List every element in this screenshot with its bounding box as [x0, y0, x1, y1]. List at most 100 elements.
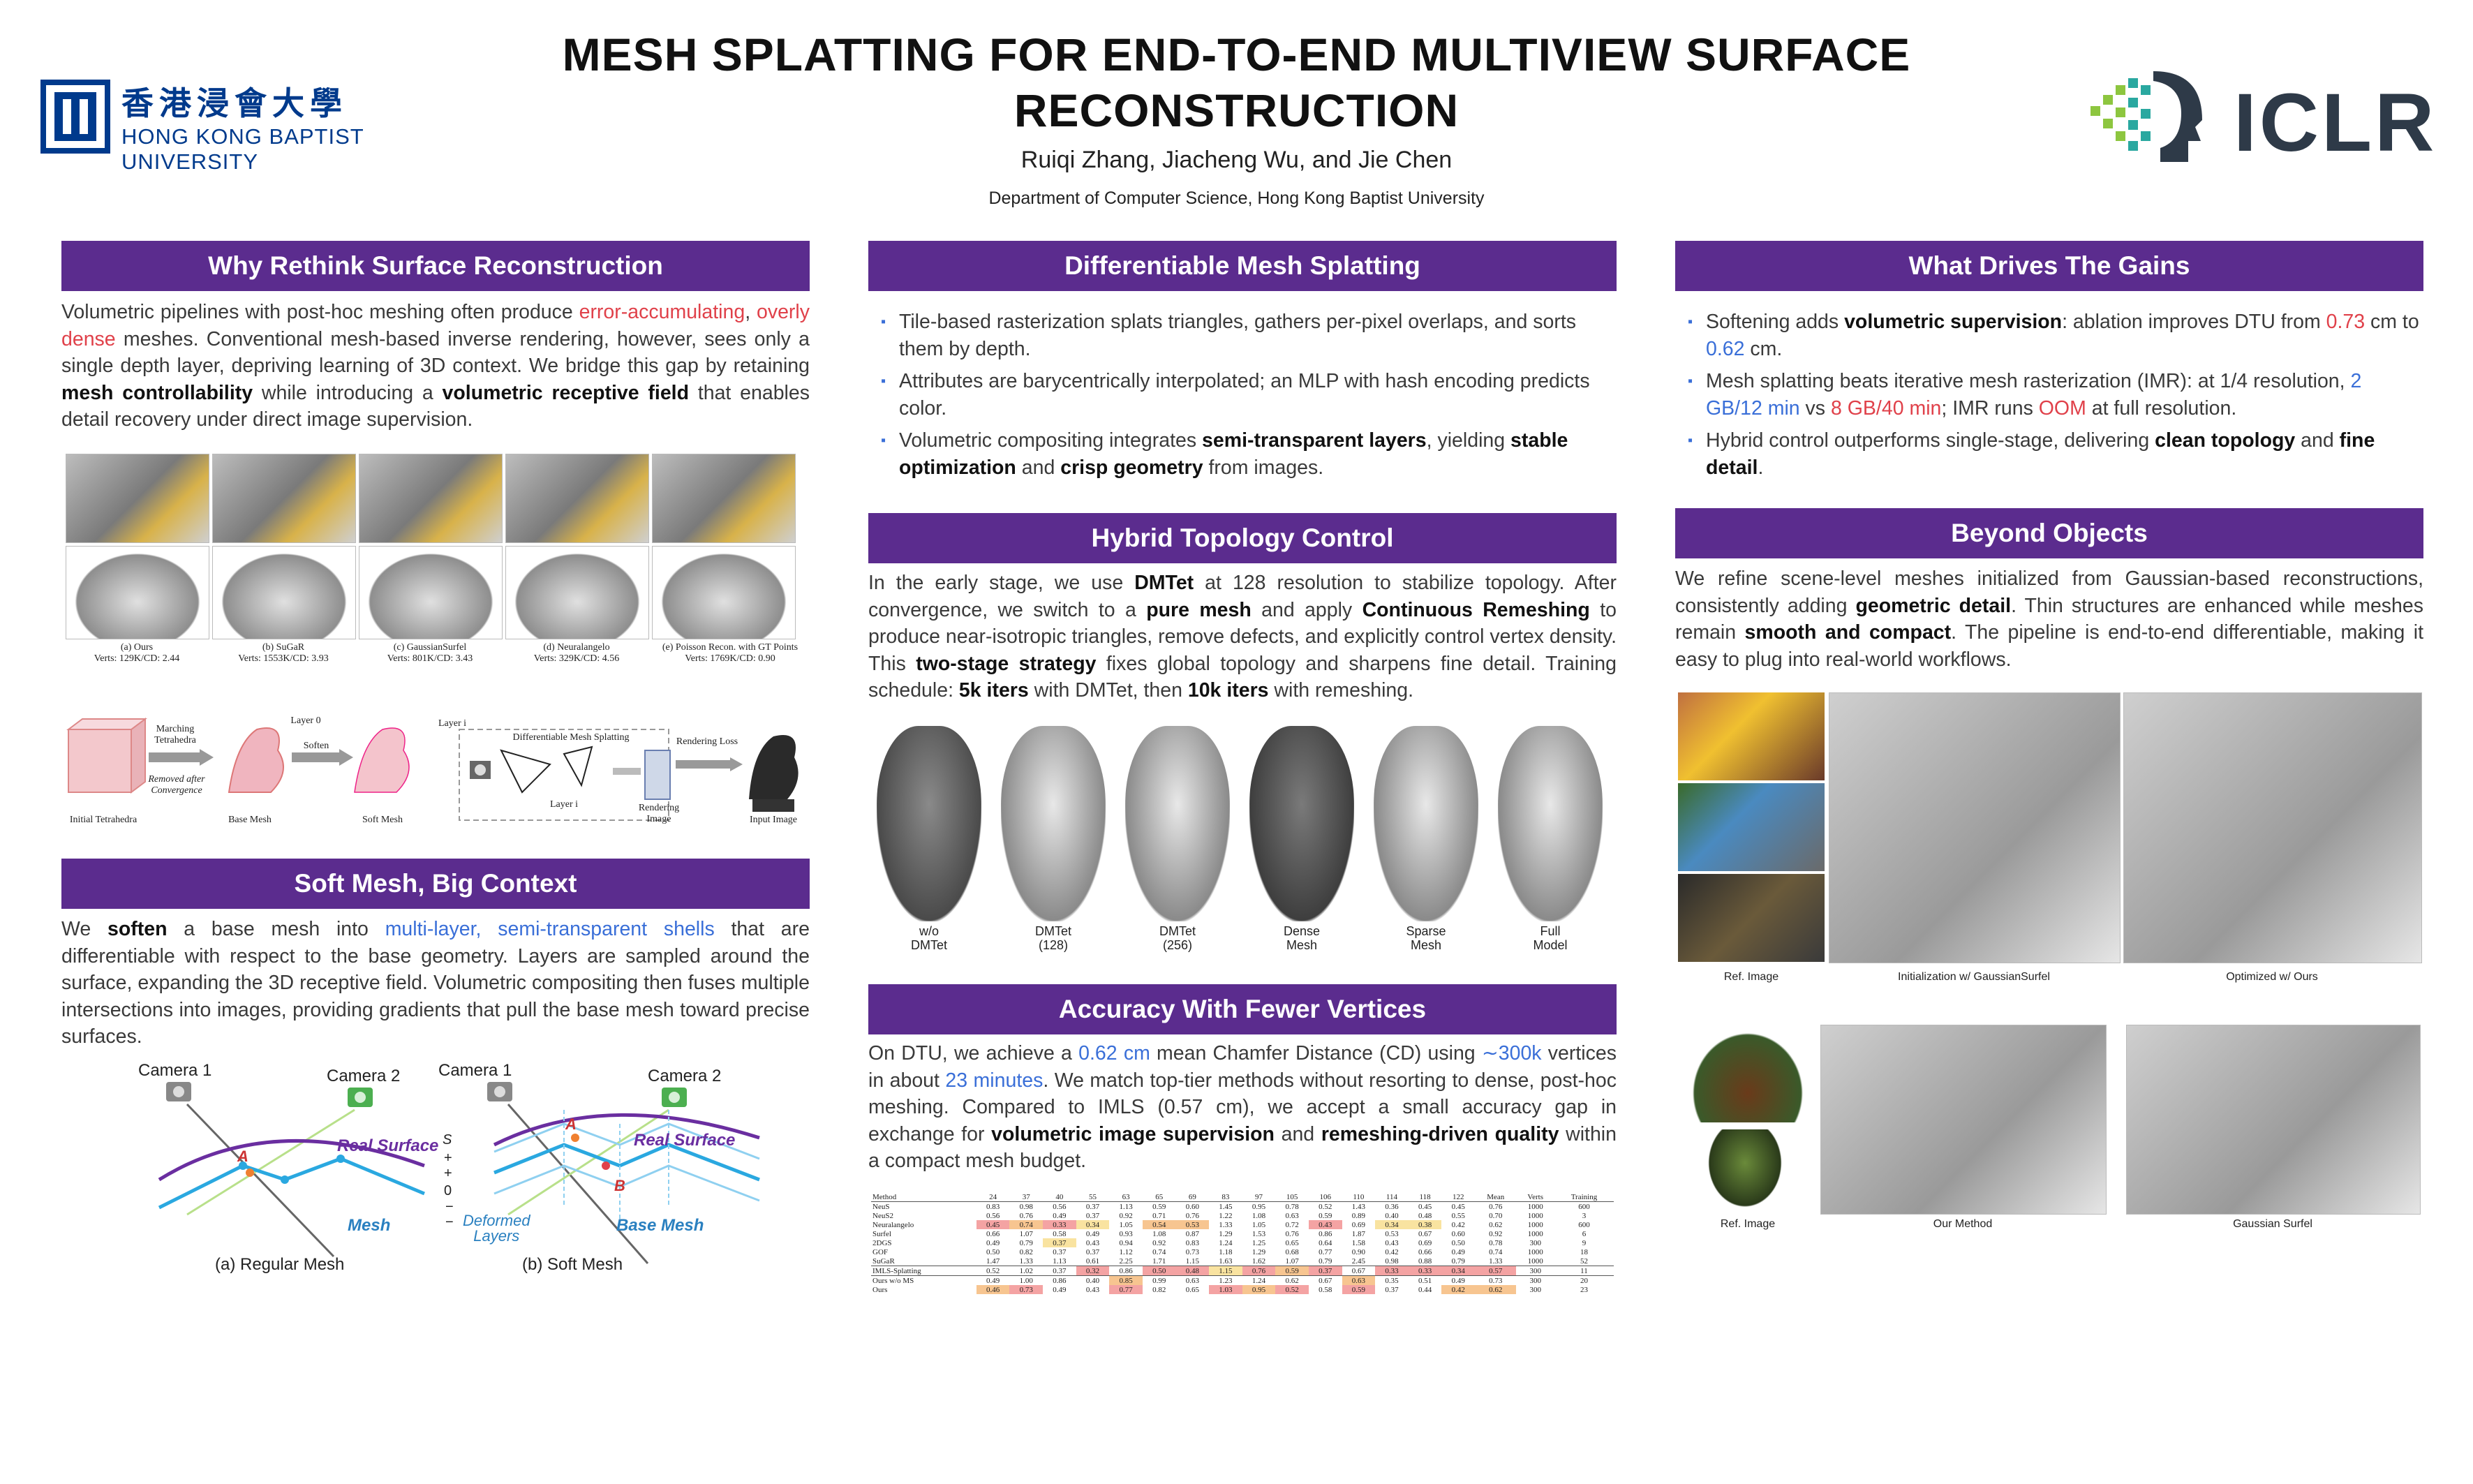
table-cell: 0.98: [1019, 1202, 1033, 1211]
table-cell: 0.74: [1489, 1247, 1503, 1256]
s5-paragraph: On DTU, we achieve a 0.62 cm mean Chamfe…: [868, 1042, 1617, 1172]
fig-b-caption: (b) Soft Mesh: [522, 1255, 623, 1274]
table-cell: 0.92: [1119, 1211, 1133, 1220]
table-header-cell: 114: [1375, 1192, 1409, 1202]
table-cell: 0.83: [1185, 1238, 1199, 1247]
comparison-tile-bottom: [66, 546, 209, 639]
table-cell: 0.42: [1451, 1220, 1465, 1229]
fig-a-camera2: Camera 2: [327, 1067, 401, 1085]
pipeline-label-mt: Marching Tetrahedra: [154, 724, 196, 745]
table-header-cell: 55: [1076, 1192, 1110, 1202]
table-cell: 0.89: [1351, 1211, 1365, 1220]
pipeline-label-soft: Soft Mesh: [362, 815, 403, 825]
table-cell: 300: [1529, 1285, 1541, 1294]
table-cell: 0.64: [1319, 1238, 1332, 1247]
soft-mesh-figure: Camera 1 Camera 2 Real Surface Mesh A (a…: [61, 1054, 810, 1284]
fig-b-zero: 0: [444, 1183, 452, 1199]
table-cell: 0.49: [1451, 1247, 1465, 1256]
table-cell: 0.87: [1185, 1229, 1199, 1238]
table-cell: 0.62: [1489, 1220, 1503, 1229]
table-header-cell: 63: [1109, 1192, 1143, 1202]
table-cell: 0.54: [1142, 1220, 1176, 1229]
table-cell: 0.45: [1451, 1202, 1465, 1211]
table-cell: 0.56: [986, 1211, 1000, 1220]
s3-bullet: Volumetric compositing integrates semi-t…: [881, 427, 1617, 481]
table-cell: 0.85: [1109, 1275, 1143, 1285]
scene-figure: Ref. Image Initialization w/ GaussianSur…: [1675, 692, 2423, 993]
section-header-beyond-objects: Beyond Objects: [1675, 508, 2423, 558]
table-cell: 0.86: [1043, 1275, 1076, 1285]
table-cell: 20: [1554, 1275, 1614, 1285]
table-cell: 1.29: [1219, 1229, 1233, 1238]
table-cell: 0.78: [1489, 1238, 1503, 1247]
pipeline-figure: Initial Tetrahedra Marching Tetrahedra R…: [61, 688, 810, 834]
table-cell: 0.35: [1375, 1275, 1409, 1285]
table-cell: 1.47: [986, 1256, 1000, 1266]
table-cell: 0.73: [1475, 1275, 1517, 1285]
fig-a-real-surface: Real Surface: [337, 1136, 439, 1155]
s6-bullet: Hybrid control outperforms single-stage,…: [1688, 427, 2423, 481]
table-cell: 0.60: [1185, 1202, 1199, 1211]
s6-bullet: Mesh splatting beats iterative mesh rast…: [1688, 368, 2423, 422]
table-cell: 1.02: [1009, 1266, 1044, 1276]
table-cell: 0.82: [1019, 1247, 1033, 1256]
table-cell: 0.86: [1109, 1266, 1143, 1276]
comparison-tile-top: [505, 454, 649, 543]
hkbu-emblem-icon: [40, 80, 110, 154]
section-header-accuracy: Accuracy With Fewer Vertices: [868, 984, 1617, 1034]
fig-b-base-mesh: Base Mesh: [616, 1216, 704, 1235]
table-cell: 0.63: [1342, 1275, 1376, 1285]
s1-paragraph: Volumetric pipelines with post-hoc meshi…: [61, 301, 810, 431]
table-cell: 0.49: [976, 1275, 1010, 1285]
gaussian-surfel-tile: [2126, 1025, 2421, 1215]
table-header-cell: Training: [1554, 1192, 1614, 1202]
table-cell: 1000: [1527, 1229, 1543, 1238]
table-cell: 9: [1582, 1238, 1587, 1247]
table-cell: 0.49: [1053, 1211, 1067, 1220]
table-cell: 23: [1580, 1285, 1588, 1294]
table-header-cell: Method: [871, 1192, 976, 1202]
table-cell: 0.53: [1175, 1220, 1210, 1229]
table-header-cell: 83: [1209, 1192, 1242, 1202]
pipeline-label-dms: Differentiable Mesh Splatting: [512, 732, 630, 743]
table-cell: 1000: [1527, 1211, 1543, 1220]
table-cell: 0.67: [1342, 1266, 1376, 1276]
table-cell: GOF: [872, 1247, 889, 1256]
table-cell: 0.76: [1019, 1211, 1033, 1220]
table-header-cell: 24: [976, 1192, 1010, 1202]
table-cell: 1.43: [1351, 1202, 1365, 1211]
table-cell: 1.15: [1185, 1256, 1199, 1266]
table-header-cell: 40: [1043, 1192, 1076, 1202]
table-cell: 300: [1516, 1275, 1554, 1285]
fig-b-camera1: Camera 1: [438, 1061, 512, 1080]
table-cell: 1.12: [1119, 1247, 1133, 1256]
table-cell: 0.36: [1385, 1202, 1399, 1211]
fig-b-point-a: A: [565, 1115, 577, 1133]
table-cell: 0.77: [1109, 1285, 1143, 1294]
table-cell: 0.37: [1085, 1202, 1100, 1211]
table-cell: 0.99: [1142, 1275, 1176, 1285]
fig-b-minus1: −: [445, 1199, 454, 1215]
table-cell: 1.08: [1252, 1211, 1266, 1220]
pipeline-diagram: [66, 718, 799, 821]
table-cell: 1.71: [1152, 1256, 1166, 1266]
table-cell: 0.60: [1451, 1229, 1465, 1238]
comparison-tile-top: [66, 454, 209, 543]
table-cell: 1.33: [1489, 1256, 1503, 1266]
statue-render: [1374, 726, 1478, 921]
table-cell: 1.33: [1219, 1220, 1233, 1229]
table-cell: 0.71: [1152, 1211, 1166, 1220]
table-cell: 0.62: [1475, 1285, 1517, 1294]
table-cell: 0.76: [1285, 1229, 1299, 1238]
section-header-why-rethink: Why Rethink Surface Reconstruction: [61, 241, 810, 291]
